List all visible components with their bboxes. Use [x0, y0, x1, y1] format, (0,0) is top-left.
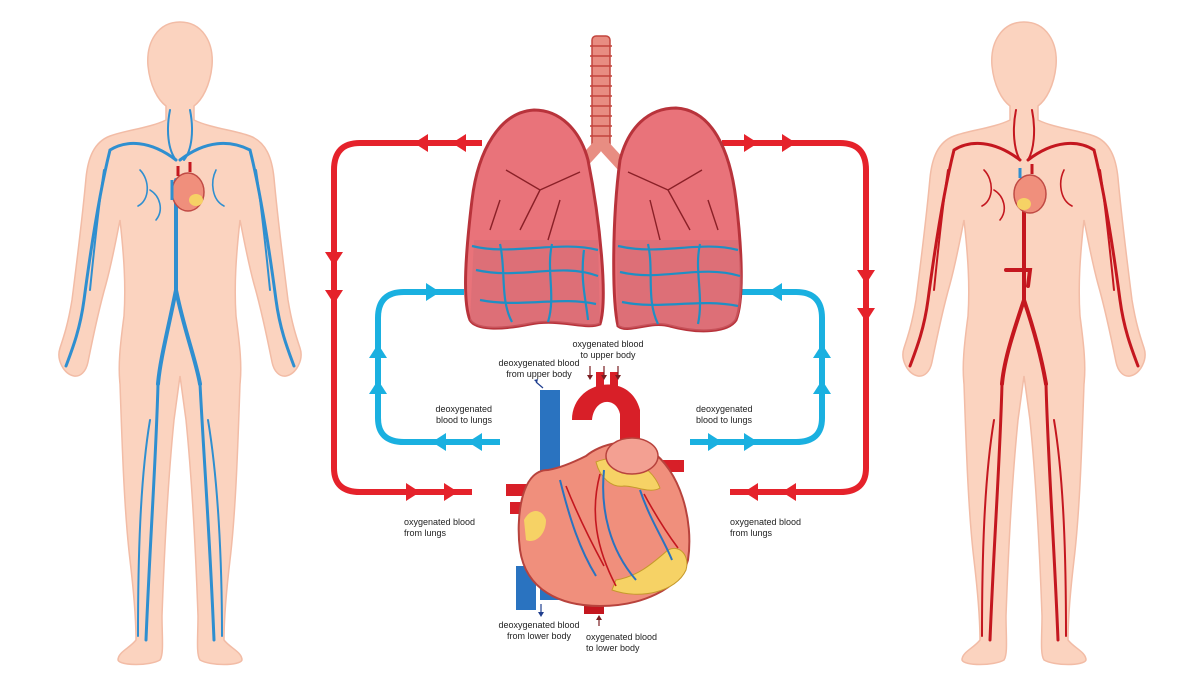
label-line: from lungs — [404, 528, 447, 538]
right-heart-icon — [1013, 164, 1047, 214]
label-line: blood to lungs — [435, 415, 492, 425]
vein-network — [64, 109, 296, 642]
label-line: deoxygenated — [696, 404, 753, 414]
blue-loop-arrows — [369, 283, 831, 451]
label-ox-upper-body: oxygenated blood to upper body — [558, 339, 658, 361]
central-heart — [506, 372, 691, 614]
left-heart-icon — [170, 162, 205, 212]
label-deox-lower-body: deoxygenated blood from lower body — [474, 620, 604, 642]
label-line: from upper body — [506, 369, 572, 379]
label-line: oxygenated blood — [730, 517, 802, 527]
label-line: deoxygenated blood — [498, 358, 580, 368]
label-line: deoxygenated — [435, 404, 492, 414]
label-line: blood to lungs — [696, 415, 753, 425]
label-deox-to-lungs-left: deoxygenated blood to lungs — [406, 404, 492, 426]
label-line: oxygenated blood — [586, 632, 658, 642]
blue-circulation-loop — [375, 289, 825, 445]
red-loop-arrows — [325, 134, 875, 501]
label-deox-to-lungs-right: deoxygenated blood to lungs — [696, 404, 786, 426]
label-ox-from-lungs-right: oxygenated blood from lungs — [730, 517, 830, 539]
label-line: oxygenated blood — [404, 517, 476, 527]
label-line: to lower body — [586, 643, 640, 653]
left-lung — [464, 108, 605, 330]
artery-network — [908, 109, 1140, 642]
label-line: oxygenated blood — [572, 339, 644, 349]
right-lung — [612, 106, 743, 333]
label-line: deoxygenated blood — [498, 620, 580, 630]
right-body-figure — [902, 21, 1146, 666]
label-line: to upper body — [580, 350, 636, 360]
left-body-figure — [58, 21, 302, 666]
label-ox-from-lungs-left: oxygenated blood from lungs — [404, 517, 504, 539]
label-ox-lower-body: oxygenated blood to lower body — [586, 632, 686, 654]
label-line: from lower body — [506, 631, 572, 641]
label-arrows — [534, 366, 621, 626]
label-deox-upper-body: deoxygenated blood from upper body — [479, 358, 599, 380]
label-line: from lungs — [730, 528, 773, 538]
